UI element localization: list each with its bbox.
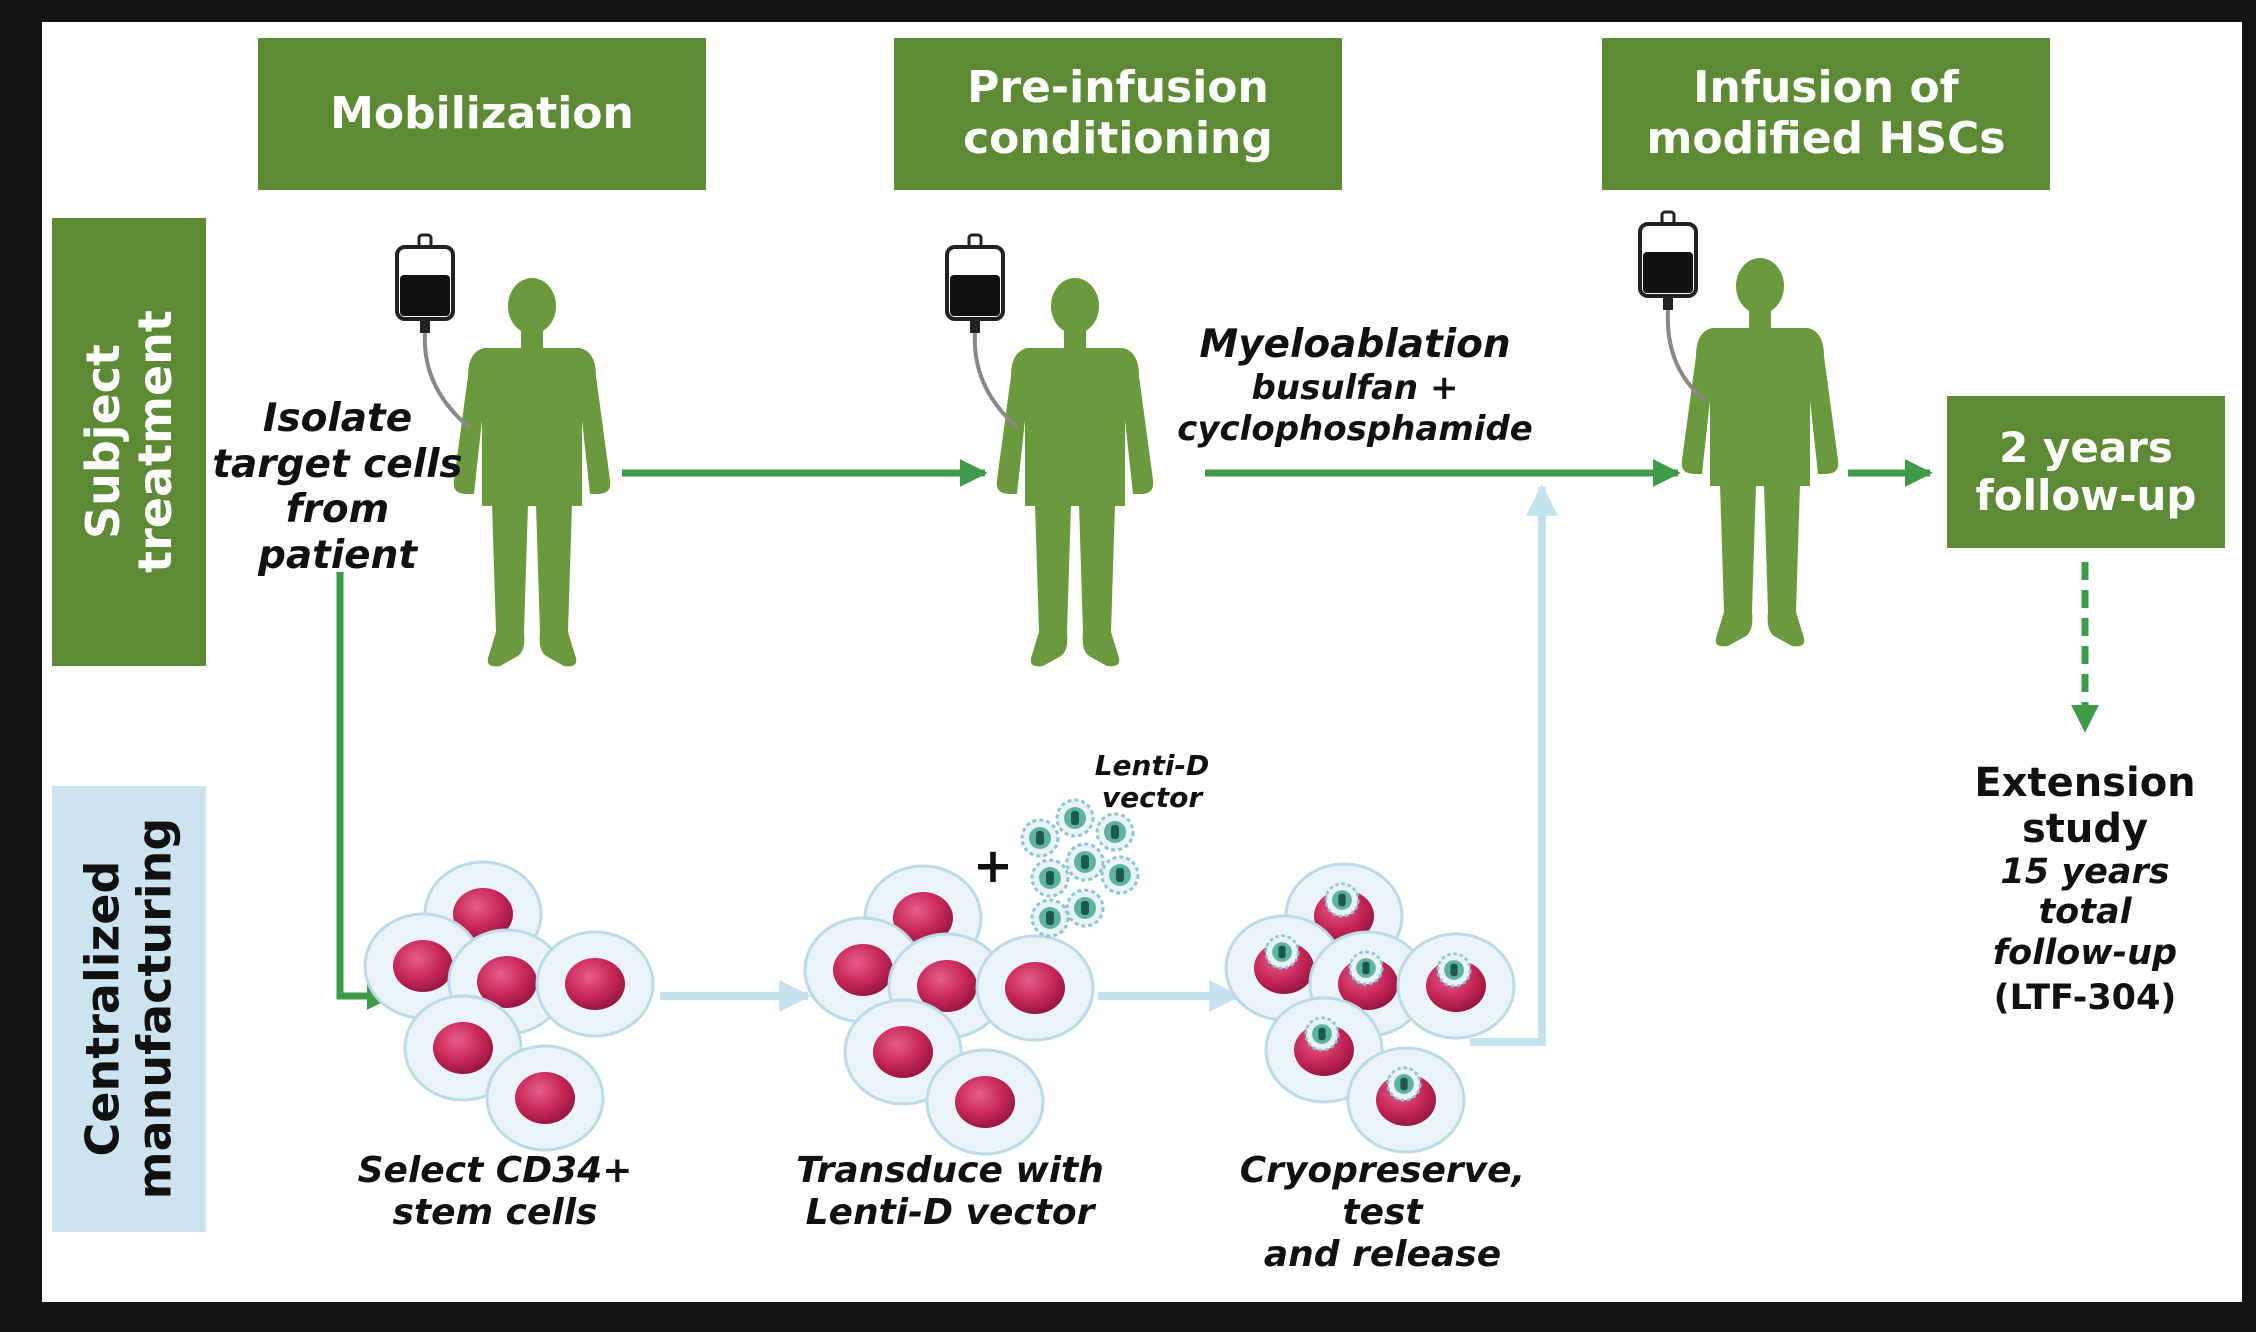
stem-cell — [485, 1044, 605, 1152]
extension-study-title: Extension study — [1974, 760, 2196, 852]
virion-icon — [1100, 855, 1140, 895]
virion-icon — [1348, 950, 1384, 986]
row-label-centralized-manufacturing-text: Centralized manufacturing — [75, 818, 181, 1200]
phase-mobilization: Mobilization — [258, 38, 706, 190]
iv-bag-icon — [395, 233, 455, 335]
label-myeloablation-drugs: busulfan + cyclophosphamide — [1177, 368, 1533, 449]
extension-study-code: (LTF-304) — [1993, 978, 2177, 1018]
label-lenti-d-vector: Lenti-D vector — [1094, 749, 1210, 815]
virion-icon — [1436, 952, 1472, 988]
stem-cell — [925, 1048, 1045, 1156]
extension-study-duration: 15 years total follow-up — [1992, 852, 2178, 973]
virion-icon — [1030, 898, 1070, 938]
virion-icon — [1304, 1016, 1340, 1052]
iv-tube — [972, 332, 1020, 430]
iv-bag-icon — [1638, 210, 1698, 312]
iv-tube — [422, 332, 472, 430]
iv-bag-icon — [945, 233, 1005, 335]
label-cryopreserve-test-release: Cryopreserve, test and release — [1239, 1150, 1526, 1276]
stem-cell — [975, 934, 1095, 1042]
virion-icon — [1065, 888, 1105, 928]
label-select-cd34-stem-cells: Select CD34+ stem cells — [357, 1150, 633, 1234]
plus-sign: + — [972, 838, 1014, 894]
followup-2-years-box: 2 years follow-up — [1947, 396, 2225, 548]
virion-icon — [1324, 882, 1360, 918]
label-isolate-target-cells: Isolate target cells from patient — [212, 396, 463, 578]
virion-icon — [1386, 1066, 1422, 1102]
stem-cell — [1396, 932, 1516, 1040]
virion-icon — [1065, 842, 1105, 882]
iv-tube — [1665, 309, 1707, 402]
stem-cell — [535, 930, 655, 1038]
phase-preinfusion-conditioning: Pre-infusion conditioning — [894, 38, 1342, 190]
row-label-subject-treatment: Subject treatment — [52, 218, 206, 666]
phase-infusion-modified-hscs: Infusion of modified HSCs — [1602, 38, 2050, 190]
row-label-centralized-manufacturing: Centralized manufacturing — [52, 786, 206, 1232]
virion-icon — [1264, 934, 1300, 970]
cell-cluster-cryopreserve — [1224, 862, 1516, 1154]
cell-cluster-transduce — [803, 864, 1095, 1156]
cell-cluster-select — [363, 860, 655, 1152]
row-label-subject-treatment-text: Subject treatment — [75, 310, 181, 574]
label-transduce-lenti-d: Transduce with Lenti-D vector — [796, 1150, 1104, 1234]
virion-icon — [1030, 858, 1070, 898]
virion-icon — [1020, 818, 1060, 858]
label-myeloablation: Myeloablation — [1199, 322, 1511, 367]
figure-panel — [42, 22, 2242, 1302]
stem-cell — [1346, 1046, 1466, 1154]
arrow-cryopreserve-to-infusion — [1470, 483, 1558, 1046]
virion-icon — [1095, 812, 1135, 852]
